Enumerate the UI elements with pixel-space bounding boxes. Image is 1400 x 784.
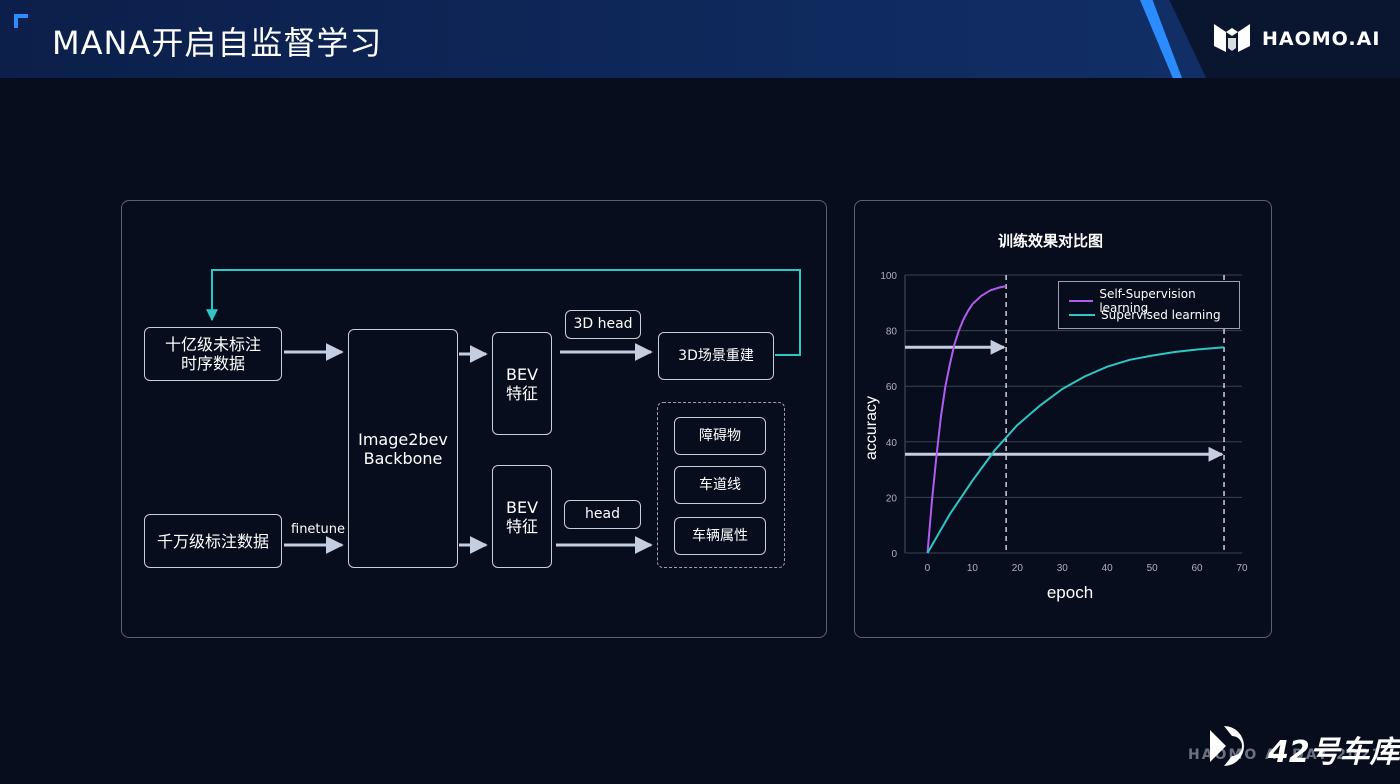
legend-entry-supervised: Supervised learning [1069,308,1221,322]
node-bev-bottom: BEV 特征 [492,465,552,568]
node-3d-head: 3D head [565,310,641,339]
chart-title: 训练效果对比图 [998,232,1104,250]
node-unlabeled-data: 十亿级未标注时序数据 [144,327,282,381]
page-title: MANA开启自监督学习 [52,24,383,62]
legend-label-supervised: Supervised learning [1101,308,1221,322]
node-lane: 车道线 [674,466,766,504]
header-bar: MANA开启自监督学习 HAOMO.AI [0,0,1400,78]
legend-entry-self-supervision: Self-Supervision learning [1069,287,1239,315]
node-vehicle-attributes: 车辆属性 [674,517,766,555]
legend-label-self-supervision: Self-Supervision learning [1099,287,1196,315]
diagram-panel [121,200,827,638]
node-obstacle: 障碍物 [674,417,766,455]
brand-area [1169,0,1400,78]
node-labeled-data: 千万级标注数据 [144,514,282,568]
node-head: head [564,500,641,529]
watermark-logo-icon [1210,726,1244,766]
haomo-logo-icon [1214,24,1250,52]
watermark-name: 42号车库 [1268,735,1400,770]
node-scene-reconstruction: 3D场景重建 [658,332,774,380]
brand-name: HAOMO.AI [1262,28,1381,50]
chart-legend: Self-Supervision learning Supervised lea… [1058,281,1240,329]
edge-label-finetune: finetune [291,522,345,537]
legend-swatch-supervised [1069,314,1095,316]
node-bev-top: BEV 特征 [492,332,552,435]
node-backbone: Image2bev Backbone [348,329,458,568]
corner-mark [14,14,28,28]
legend-swatch-self-supervision [1069,300,1094,302]
chart-panel [854,200,1272,638]
outputs-group [657,402,785,568]
